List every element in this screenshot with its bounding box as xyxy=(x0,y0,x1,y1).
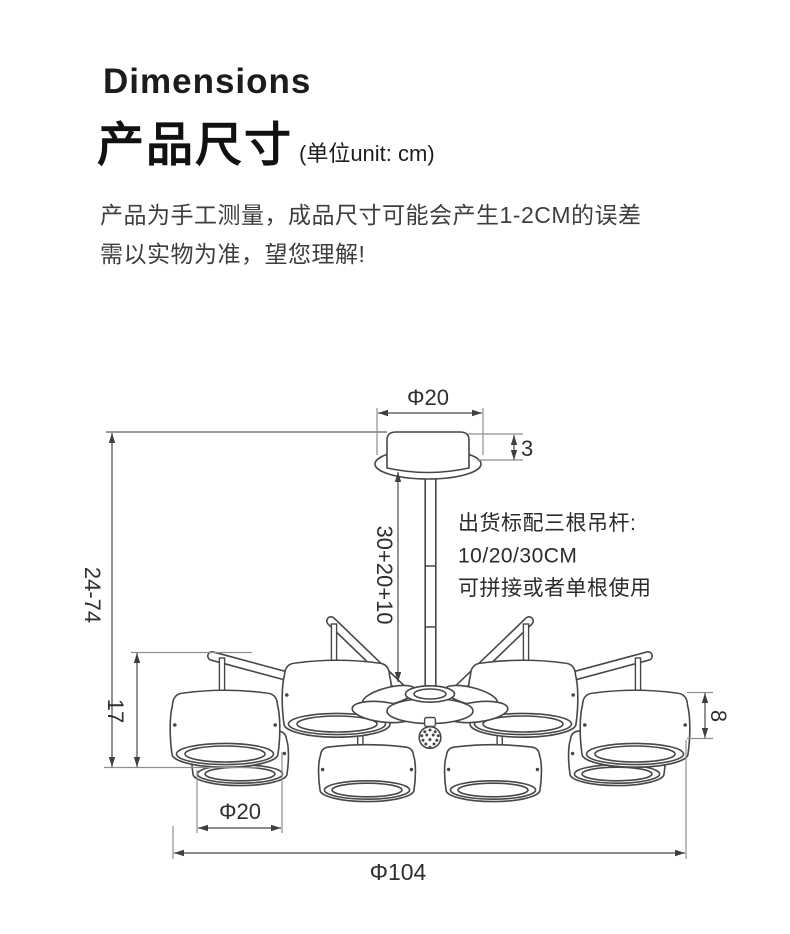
ceiling-canopy xyxy=(374,431,482,480)
disclaimer-line-1: 产品为手工测量，成品尺寸可能会产生1-2CM的误差 xyxy=(100,202,642,228)
shipping-note-line-1: 出货标配三根吊杆: xyxy=(458,512,636,535)
dim-frame-height: 17 xyxy=(103,651,252,767)
disclaimer-line-2: 需以实物为准，望您理解! xyxy=(100,241,366,267)
lamp-shade-lower-inner-right xyxy=(443,743,543,803)
shade-pin xyxy=(218,657,226,695)
shade-pin xyxy=(330,623,338,665)
canopy-cylinder xyxy=(386,431,470,474)
canopy-height-label: 3 xyxy=(521,436,533,461)
hub-ring xyxy=(404,684,456,703)
shade-pin xyxy=(634,657,642,695)
page-title-zh: 产品尺寸 xyxy=(97,118,293,171)
rod-length-label: 30+20+10 xyxy=(372,525,397,624)
dimension-diagram: Φ20 3 24-74 xyxy=(80,385,731,885)
shade-height-label: 8 xyxy=(706,710,731,722)
dim-overall-height: 24-74 xyxy=(80,431,387,769)
lamp-shade-lower-inner-left xyxy=(317,743,417,803)
crystal-ball-ornament xyxy=(418,725,442,750)
dimension-annotations: Φ20 3 24-74 xyxy=(80,385,731,885)
shade-pin xyxy=(522,623,530,665)
dim-rod-length: 30+20+10 xyxy=(372,472,402,682)
ball-neck xyxy=(423,716,437,728)
dim-canopy-height: 3 xyxy=(468,433,533,461)
page-title-en: Dimensions xyxy=(103,62,312,101)
lamp-shade-upper-outer-left xyxy=(169,689,281,769)
center-hub xyxy=(351,684,509,728)
dim-shade-diameter: Φ20 xyxy=(196,752,283,833)
overall-height-label: 24-74 xyxy=(80,567,105,623)
dim-shade-height: 8 xyxy=(687,691,731,740)
lamp-shade-upper-outer-right xyxy=(579,689,691,769)
unit-note: (单位unit: cm) xyxy=(299,141,435,166)
shipping-note-line-2: 10/20/30CM xyxy=(458,545,577,568)
page-title-zh-row: 产品尺寸 (单位unit: cm) xyxy=(97,106,435,175)
suspension-rod xyxy=(424,454,437,693)
frame-height-label: 17 xyxy=(103,699,128,723)
shade-diameter-label: Φ20 xyxy=(219,799,261,824)
shipping-note-line-3: 可拼接或者单根使用 xyxy=(458,577,652,600)
overall-diameter-label: Φ104 xyxy=(370,859,427,885)
dim-overall-diameter: Φ104 xyxy=(172,740,687,885)
disclaimer-text: 产品为手工测量，成品尺寸可能会产生1-2CM的误差 需以实物为准，望您理解! xyxy=(100,196,642,274)
shipping-note: 出货标配三根吊杆: 10/20/30CM 可拼接或者单根使用 xyxy=(458,512,652,600)
canopy-diameter-label: Φ20 xyxy=(407,385,449,410)
